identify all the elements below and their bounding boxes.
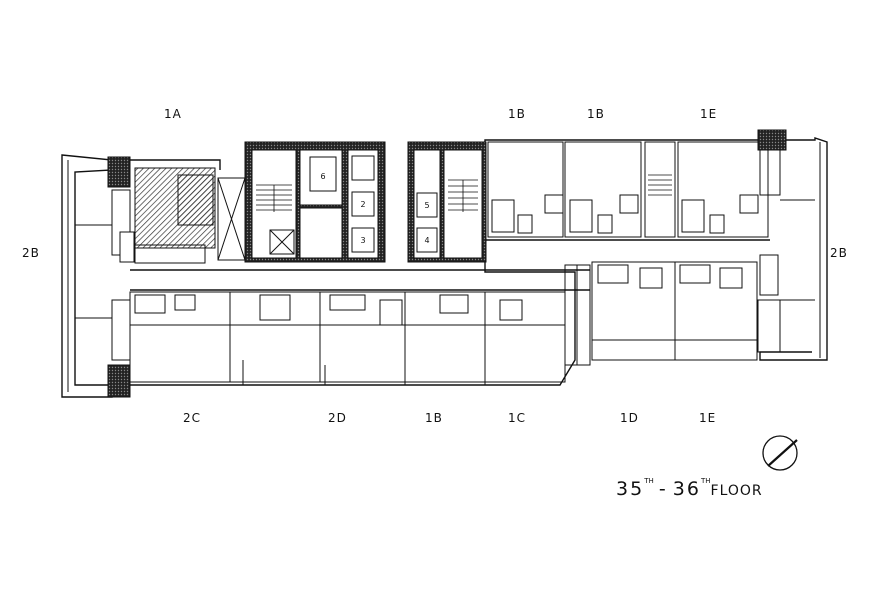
lift-5-label: 5 <box>424 201 429 210</box>
lower-right-units <box>564 261 758 366</box>
lift-4-label: 4 <box>424 236 429 245</box>
unit-label-1b-bottom: 1B <box>425 411 443 425</box>
unit-label-1e-top: 1E <box>700 107 718 121</box>
unit-label-2c: 2C <box>183 411 202 425</box>
floor-word: FLOOR <box>710 483 763 499</box>
unit-label-2d: 2D <box>328 411 347 425</box>
unit-label-1c: 1C <box>508 411 527 425</box>
core-a: 6 2 3 <box>244 141 386 263</box>
lift-3-label: 3 <box>360 236 365 245</box>
floor-separator: - <box>658 478 668 500</box>
core-b: 5 4 <box>407 141 487 263</box>
lower-units <box>129 291 566 385</box>
unit-label-1b-top-b: 1B <box>587 107 605 121</box>
unit-label-1a: 1A <box>164 107 182 121</box>
unit-label-2b-right: 2B <box>830 246 848 260</box>
lift-6-label: 6 <box>320 172 325 181</box>
unit-label-2b-left: 2B <box>22 246 40 260</box>
floor-to: 36 <box>672 478 701 500</box>
unit-label-1d: 1D <box>620 411 639 425</box>
unit-1a-hatched <box>119 167 246 264</box>
floor-to-suffix: TH <box>700 477 711 485</box>
floor-from: 35 <box>616 478 645 500</box>
unit-label-1b-top-a: 1B <box>508 107 526 121</box>
lift-2-label: 2 <box>360 200 365 209</box>
north-arrow-icon <box>762 435 798 471</box>
building-outline <box>61 137 828 398</box>
floor-from-suffix: TH <box>644 477 654 485</box>
upper-right-units <box>487 129 787 238</box>
right-wing <box>757 142 821 358</box>
left-wing <box>67 156 131 398</box>
floor-title: 35TH - 36THFLOOR <box>616 477 763 500</box>
unit-label-1e-bottom: 1E <box>699 411 717 425</box>
